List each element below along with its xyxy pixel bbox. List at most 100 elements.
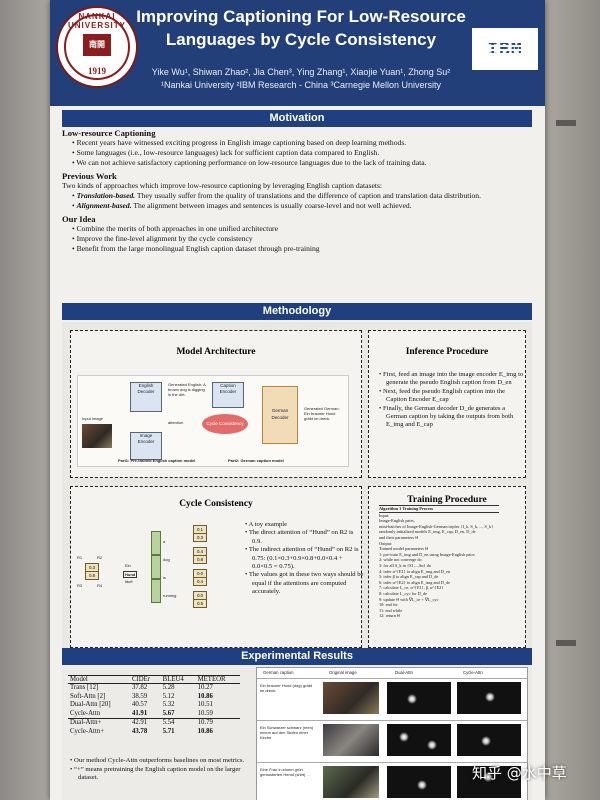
german-decoder-block: German Decoder [262, 386, 298, 444]
vector-cell: 0.0 [194, 592, 206, 600]
low-resource-list: Recent years have witnessed exciting pro… [62, 138, 532, 168]
logo-seal: 南開 [83, 34, 111, 56]
title-line-1: Improving Captioning For Low-Resource [136, 7, 466, 26]
algorithm-line: 6: infer α^{E2} to align E_img and D_de [379, 579, 451, 585]
low-resource-title: Low-resource Captioning [62, 128, 156, 138]
methodology-header: Methodology [62, 303, 532, 320]
model-architecture-title: Model Architecture [176, 347, 256, 357]
algorithm-line: and their parameters Θ [379, 534, 419, 540]
column-header: CIDEr [129, 675, 161, 684]
table-cell: 5.71 [162, 727, 175, 735]
poster-banner: NANKAI UNIVERSITY 南開 1919 Improving Capt… [50, 0, 545, 106]
region-label: R1 [77, 555, 83, 560]
column-header: Cycle-Attn [463, 670, 483, 675]
german-word: Hund [123, 571, 138, 578]
poster-title: Improving Captioning For Low-Resource La… [136, 5, 466, 51]
methodology-section: Model Architecture Input image English D… [62, 322, 532, 652]
training-procedure-panel: Training Procedure Algorithm 1 Training … [368, 486, 526, 648]
algorithm-line: 7: calculate L_ce, α^{E1}, β, α^{E2} [379, 585, 444, 591]
algorithm-line: Trained model parameters Θ [379, 546, 429, 552]
logo-ring [64, 14, 130, 80]
poster-board-clip [556, 640, 576, 646]
vector-cell: 0.3 [86, 564, 98, 572]
german-caption: Ein brauner Hund (dog) gräbt im dreck. [260, 683, 313, 693]
input-image [82, 424, 112, 448]
algorithm-line: mini-batches of Image-English-German tri… [379, 523, 494, 529]
table-cell: Dual-Attn+ [68, 718, 130, 728]
dual-attn-map [387, 766, 451, 798]
dual-attn-map [387, 724, 451, 756]
list-item: Some languages (i.e., low-resource langu… [72, 148, 532, 158]
list-item: Alignment-based. The alignment between i… [72, 201, 532, 211]
word-embedding-block [151, 531, 161, 555]
table-cell: 5.12 [162, 692, 175, 700]
list-item: The values got in these two ways should … [249, 571, 364, 596]
column-header: METEOR [195, 675, 240, 684]
region-label: R2 [97, 555, 103, 560]
table-header-row: Model CIDEr BLEU4 METEOR [68, 675, 240, 684]
vector-cell: 0.4 [194, 548, 206, 556]
algorithm-line: 5: infer β to align E_cap and D_de [379, 574, 439, 580]
table-cell: Cycle-Attn [70, 709, 101, 717]
english-word: running [163, 593, 177, 598]
attention-row: Eine Frau in einem grün gemusterten Hemd… [257, 762, 527, 800]
previous-work-title: Previous Work [62, 171, 117, 181]
poster-authors: Yike Wu¹, Shiwan Zhao², Jia Chen³, Ying … [136, 66, 466, 92]
table-cell: 10.79 [195, 718, 240, 728]
inference-steps: First, feed an image into the image enco… [377, 371, 524, 430]
logo-year: 1919 [88, 66, 106, 76]
table-cell: 10.51 [197, 701, 213, 709]
vector-cell: 0.8 [197, 557, 203, 562]
word-region-vector: 0.0 0.5 [193, 591, 207, 608]
cycle-consistency-steps: A toy example The direct attention of “H… [243, 521, 364, 597]
table-cell: 5.32 [162, 701, 175, 709]
column-header: Original image [329, 670, 357, 675]
ibm-logo: IBM [472, 28, 538, 70]
vector-cell: 0.0 [194, 570, 206, 578]
list-item: Improve the fine-level alignment by the … [72, 234, 532, 244]
approach-name: Translation-based. [76, 191, 136, 200]
region-label: R4 [97, 583, 103, 588]
algorithm-line: Input: [379, 512, 390, 518]
word-region-vector: 0.0 0.4 [193, 569, 207, 586]
table-cell: 5.67 [162, 709, 175, 717]
vector-cell: 0.1 [194, 526, 206, 534]
column-header: German caption [263, 670, 294, 675]
list-item: Combine the merits of both approaches in… [72, 224, 532, 234]
attention-visualization-table: German caption Original image Dual-Attn … [256, 667, 528, 800]
ibm-logo-text: IBM [487, 38, 523, 60]
table-cell: Cycle-Attn+ [70, 727, 105, 735]
table-cell: 38.59 [131, 692, 148, 700]
training-algorithm: Algorithm 1 Training Process Input: Imag… [379, 505, 499, 619]
table-cell: 10.59 [197, 709, 213, 717]
generated-english-label: Generated English: A brown dog is diggin… [168, 382, 206, 397]
german-word: Ein [125, 563, 131, 568]
poster-board-clip [556, 120, 576, 126]
table-cell: 10.86 [197, 692, 213, 700]
table-cell: 5.54 [160, 718, 196, 728]
list-item: “+” means pretraining the English captio… [74, 766, 254, 783]
cycle-attn-map [457, 766, 521, 798]
table-row: Trans [12] 37.82 5.28 10.27 [68, 684, 240, 693]
list-item: Recent years have witnessed exciting pro… [72, 138, 532, 148]
algorithm-line: 8: calculate L_cyc for D_de [379, 590, 427, 596]
algorithm-line: 4: infer α^{E1} to align E_img and D_en [379, 568, 451, 574]
table-cell: 10.86 [197, 727, 213, 735]
results-notes: Our method Cycle-Attn outperforms baseli… [68, 757, 254, 783]
cycle-attn-map [457, 682, 521, 714]
model-architecture-panel: Model Architecture Input image English D… [70, 330, 362, 478]
table-cell: 41.91 [131, 709, 148, 717]
cycle-consistency-ellipse: Cycle Consistency [202, 414, 248, 434]
results-table: Model CIDEr BLEU4 METEOR Trans [12] 37.8… [68, 675, 240, 737]
region-label: R3 [77, 583, 83, 588]
table-row: Cycle-Attn 41.91 5.67 10.59 [68, 710, 240, 719]
vector-cell: 0.8 [89, 573, 95, 578]
caption-encoder-block: Caption Encoder [212, 382, 244, 408]
algorithm-line: 12: return Θ [379, 613, 401, 619]
cycle-attn-map [457, 724, 521, 756]
part2-label: Part2: German caption model [228, 458, 284, 463]
title-line-2: Languages by Cycle Consistency [165, 30, 437, 49]
our-idea-title: Our Idea [62, 214, 96, 224]
previous-work-intro: Two kinds of approaches which improve lo… [62, 181, 383, 190]
table-cell: 42.91 [129, 718, 161, 728]
